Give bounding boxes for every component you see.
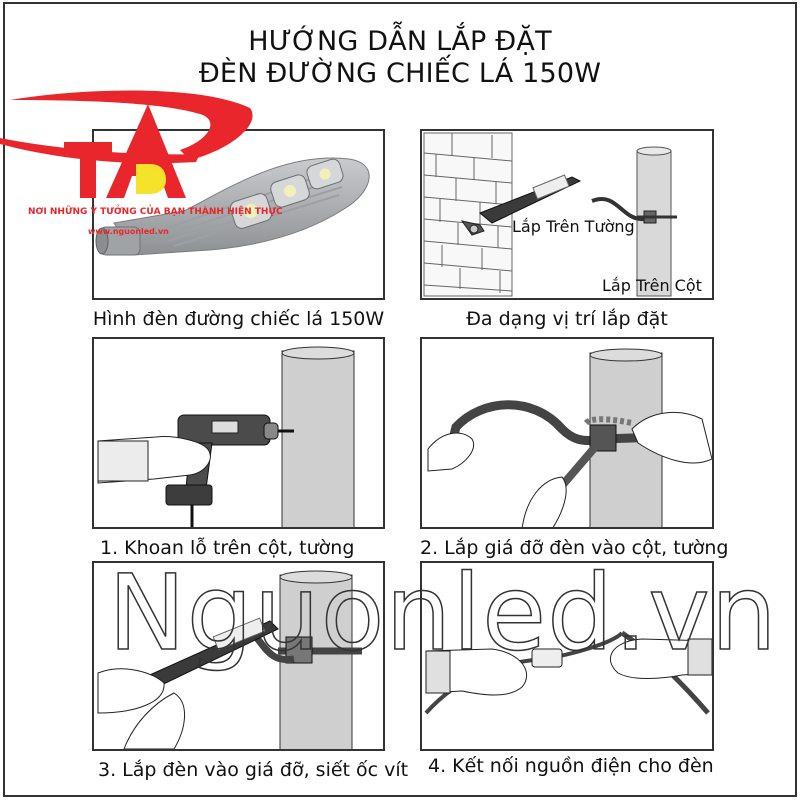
logo-slogan: NƠI NHỮNG Ý TƯỞNG CỦA BẠN THÀNH HIỆN THỰ… [28,207,283,217]
panel-step3 [92,561,385,751]
panel-step4 [420,561,714,751]
logo-url: www.nguonled.vn [88,227,169,236]
caption-positions: Đa dạng vị trí lắp đặt [466,308,668,330]
panel-step1 [92,337,385,529]
wall-lamp-icon [460,174,582,236]
caption-step4: 4. Kết nối nguồn điện cho đèn [428,755,714,777]
pole-icon [591,146,677,297]
outer-frame [3,2,797,797]
mount-lamp-icon [97,570,362,749]
caption-step2: 2. Lắp giá đỡ đèn vào cột, tường [420,537,729,559]
page-title-line2: ĐÈN ĐƯỜNG CHIẾC LÁ 150W [198,58,602,89]
label-pole-mount: Lắp Trên Cột [602,276,702,295]
page-title-line1: HƯỚNG DẪN LẮP ĐẶT [248,26,552,57]
label-wall-mount: Lắp Trên Tường [512,217,635,236]
caption-step3: 3. Lắp đèn vào giá đỡ, siết ốc vít [98,759,409,781]
cable-connect-icon [424,630,712,715]
leaf-street-light-icon [95,157,370,256]
drill-icon [97,346,355,527]
caption-product: Hình đèn đường chiếc lá 150W [92,308,385,330]
caption-step1: 1. Khoan lỗ trên cột, tường [100,537,355,559]
panel-step2 [420,337,714,529]
mounting-positions-icon [423,132,677,297]
panel-positions: Lắp Trên Tường Lắp Trên Cột [420,129,714,300]
bracket-wrench-icon [427,348,712,527]
